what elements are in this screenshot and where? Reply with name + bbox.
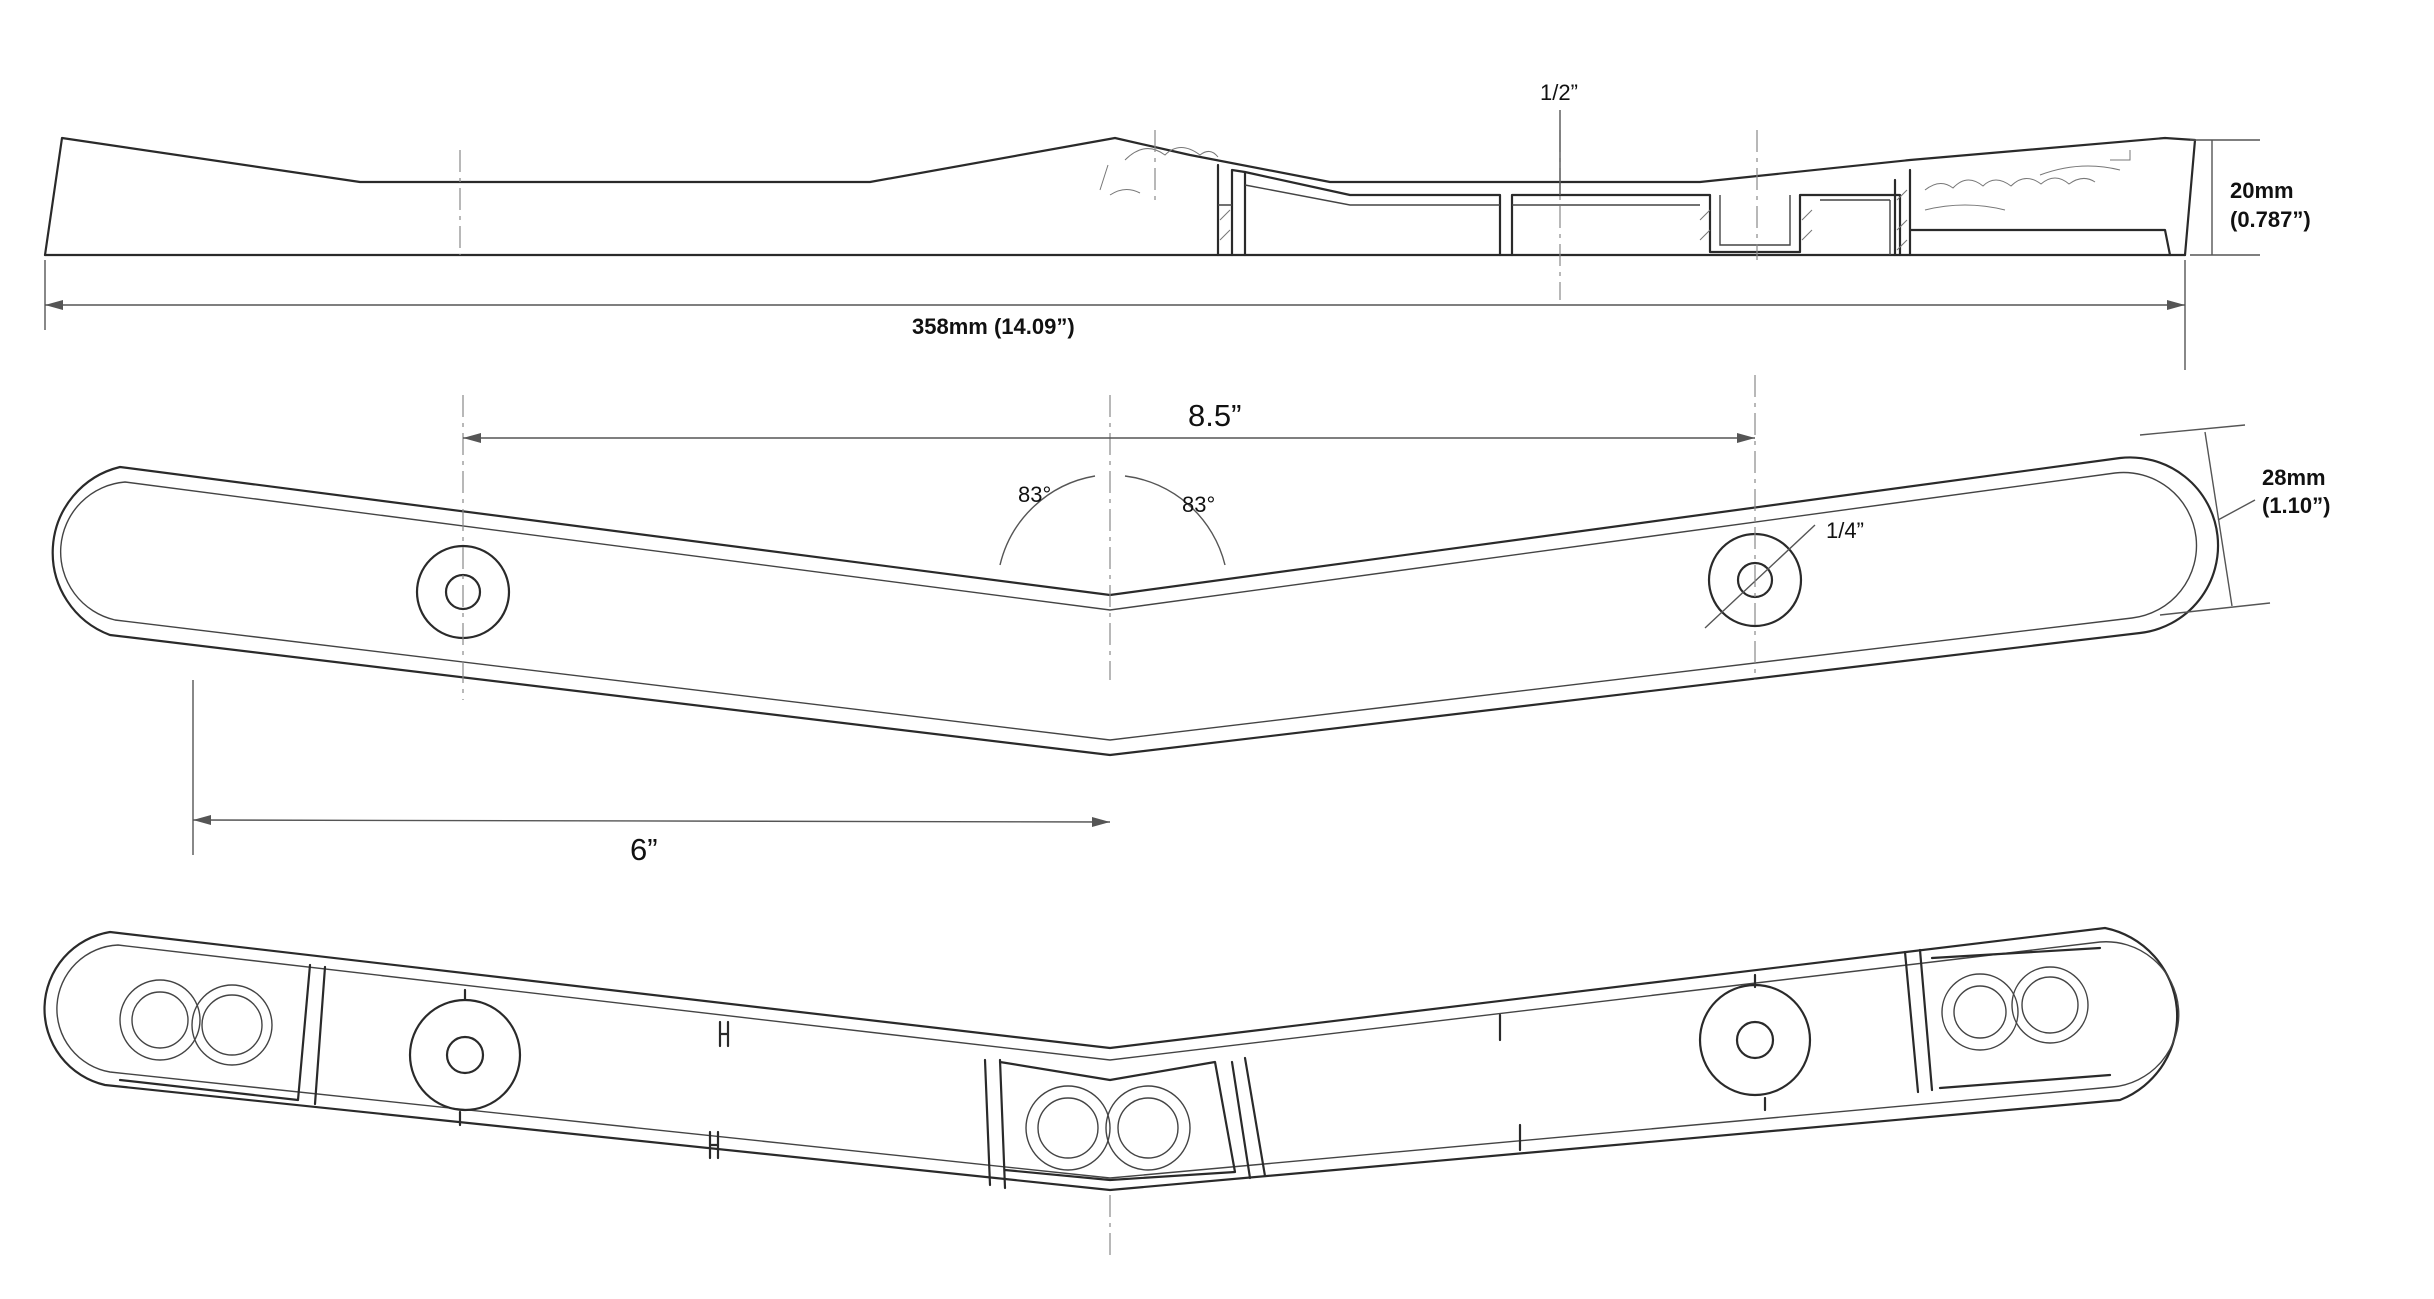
side-inner-wall — [1216, 163, 1902, 257]
angle-left-label: 83° — [1018, 482, 1051, 507]
side-profile-outline — [43, 136, 2197, 257]
right-cell-ring-a2 — [1953, 985, 2007, 1039]
center-cell-ring-b2 — [1117, 1097, 1179, 1159]
half-inch-label: 1/2” — [1540, 80, 1578, 105]
top-inner-outline — [59, 471, 2198, 741]
hole-spacing-arrow-left — [463, 433, 481, 443]
center-cell-ring-a2 — [1037, 1097, 1099, 1159]
bottom-left-boss — [408, 998, 522, 1112]
length-arrow-right — [2167, 300, 2185, 310]
half-span-dim-line — [192, 819, 1111, 823]
side-right-cavity — [1893, 168, 2172, 257]
side-inner-ledge — [1218, 184, 1891, 255]
width-mm-label: 28mm — [2262, 465, 2326, 490]
height-in-label: (0.787”) — [2230, 207, 2311, 232]
left-cell-ring-b1 — [191, 984, 273, 1066]
width-ext-top — [2139, 424, 2246, 436]
bottom-left-cell — [118, 963, 327, 1106]
angle-right-label: 83° — [1182, 492, 1215, 517]
bottom-right-ribs — [1498, 973, 1767, 1152]
center-cell-ring-b1 — [1105, 1085, 1191, 1171]
left-cell-ring-a2 — [131, 991, 189, 1049]
side-break-left — [1099, 147, 1219, 196]
center-cell-ring-a1 — [1025, 1085, 1111, 1171]
hole-spacing-label: 8.5” — [1188, 398, 1241, 433]
bottom-right-cell — [1903, 946, 2112, 1094]
top-view: 8.5” 83° 83° 28mm (1.10”) 1/4” 6” — [51, 375, 2330, 867]
angle-arc-left — [999, 475, 1096, 566]
height-mm-label: 20mm — [2230, 178, 2294, 203]
length-arrow-left — [45, 300, 63, 310]
hole-dia-leader — [1704, 524, 1816, 629]
left-cell-ring-a1 — [119, 979, 201, 1061]
hole-spacing-arrow-right — [1737, 433, 1755, 443]
top-outer-outline — [51, 456, 2220, 757]
half-span-arrow-left — [193, 815, 211, 825]
bottom-right-boss — [1698, 983, 1812, 1097]
bottom-center-cell — [983, 1056, 1267, 1190]
hole-dia-label: 1/4” — [1826, 518, 1864, 543]
bottom-inner-outline — [56, 941, 2180, 1179]
right-cell-ring-b2 — [2021, 976, 2079, 1034]
length-label: 358mm (14.09”) — [912, 314, 1075, 339]
half-span-arrow-right — [1092, 817, 1110, 827]
right-cell-ring-a1 — [1941, 973, 2019, 1051]
left-cell-ring-b2 — [201, 994, 263, 1056]
bottom-left-hole — [445, 1035, 485, 1075]
width-leader — [2217, 499, 2256, 521]
bottom-outer-outline — [43, 926, 2179, 1192]
width-ext-bottom — [2159, 602, 2271, 616]
side-break-right — [1924, 150, 2131, 211]
bottom-left-ribs — [458, 988, 730, 1160]
side-hatching — [1219, 189, 1908, 251]
half-span-label: 6” — [630, 832, 658, 867]
right-cell-ring-b1 — [2011, 966, 2089, 1044]
bottom-view — [43, 926, 2180, 1260]
side-view: 1/2” 20mm (0.787”) 358mm (14.09”) — [43, 80, 2311, 370]
width-in-label: (1.10”) — [2262, 493, 2330, 518]
angle-arc-right — [1124, 475, 1226, 566]
bottom-right-hole — [1735, 1020, 1775, 1060]
